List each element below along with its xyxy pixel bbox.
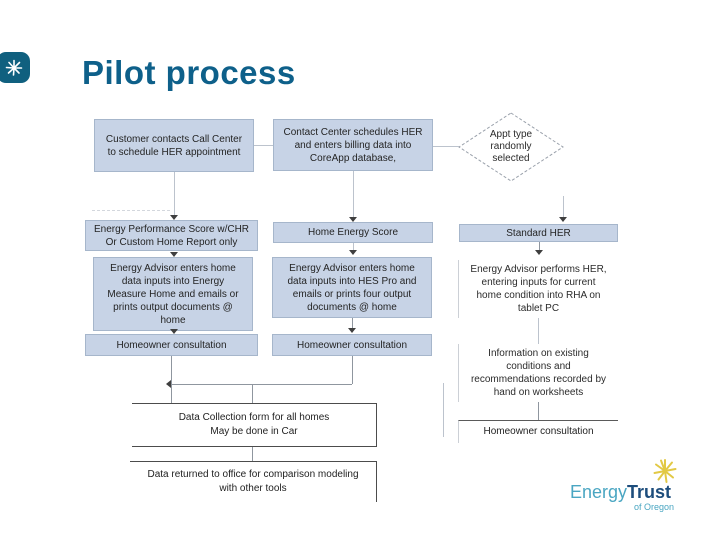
diamond-label: Appt type randomly selected	[489, 129, 533, 164]
node-consultation-col2: Homeowner consultation	[272, 334, 432, 356]
arrowhead-col1-row3	[170, 252, 178, 257]
node-info-existing: Information on existing conditions and r…	[458, 344, 618, 402]
starburst-icon	[0, 52, 30, 83]
node-consultation-col3: Homeowner consultation	[458, 420, 618, 443]
node-advisor-rha: Energy Advisor performs HER, entering in…	[458, 260, 618, 318]
logo-wordmark: EnergyTrust	[570, 482, 671, 503]
connector-b2-diamond	[433, 146, 459, 147]
arrowhead-col2-row3	[349, 250, 357, 255]
connector-col2-elbow-down	[352, 356, 353, 384]
node-data-returned: Data returned to office for comparison m…	[130, 461, 377, 502]
starburst-glyph	[5, 59, 22, 76]
node-advisor-hes-pro: Energy Advisor enters home data inputs i…	[272, 257, 432, 318]
node-customer-contacts: Customer contacts Call Center to schedul…	[94, 119, 254, 172]
connector-col1-down	[174, 172, 175, 215]
arrowhead-col1-row4	[170, 329, 178, 334]
node-contact-center: Contact Center schedules HER and enters …	[273, 119, 433, 171]
arrowhead-elbow-left	[166, 380, 171, 388]
logo-energy-text: Energy	[570, 482, 628, 502]
arrowhead-col3-row3	[535, 250, 543, 255]
energy-trust-logo: EnergyTrust of Oregon	[566, 459, 696, 520]
connector-col3-row4	[538, 318, 539, 344]
connector-col3-down	[563, 196, 564, 217]
logo-tagline: of Oregon	[634, 502, 675, 512]
connector-col2-row4	[352, 318, 353, 328]
diamond-shape	[458, 112, 564, 182]
connector-col1-databox	[171, 356, 172, 403]
node-consultation-col1: Homeowner consultation	[85, 334, 258, 356]
node-eps-score: Energy Performance Score w/CHR Or Custom…	[85, 220, 258, 251]
arrowhead-col3-row2	[559, 217, 567, 222]
node-standard-her: Standard HER	[459, 224, 618, 242]
connector-databox-returned	[252, 447, 253, 461]
logo-trust-text: Trust	[627, 482, 672, 502]
node-home-energy-score: Home Energy Score	[273, 222, 433, 243]
arrowhead-col1-row2	[170, 215, 178, 220]
connector-elbow-databox	[252, 384, 253, 403]
arrowhead-col2-row4	[348, 328, 356, 333]
connector-elbow-horizontal	[172, 384, 352, 385]
connector-b1-b2	[254, 145, 273, 146]
connector-col3-row3	[539, 242, 540, 250]
node-data-collection: Data Collection form for all homes May b…	[132, 403, 377, 447]
page-title: Pilot process	[82, 54, 296, 91]
node-advisor-energy-measure: Energy Advisor enters home data inputs i…	[93, 257, 253, 331]
connector-col2-down	[353, 171, 354, 217]
connector-col2-row3	[353, 243, 354, 250]
arrowhead-col2-row2	[349, 217, 357, 222]
connector-info-consult3	[538, 402, 539, 420]
connector-col3-bracket	[443, 383, 444, 437]
decision-diamond-appt-type: Appt type randomly selected	[455, 109, 567, 185]
connector-dashed-col1	[92, 210, 170, 211]
logo-starburst-icon	[650, 456, 680, 491]
